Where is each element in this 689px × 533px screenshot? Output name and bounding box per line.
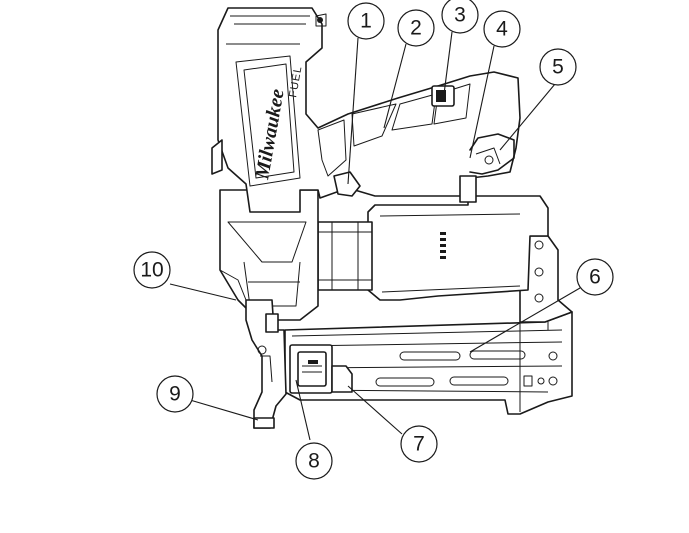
magazine	[284, 311, 573, 415]
callout-7: 7	[400, 425, 438, 463]
callout-9-label: 9	[169, 383, 181, 406]
front-housing	[219, 189, 319, 321]
callout-6-label: 6	[589, 266, 601, 289]
brand-line: FUEL	[287, 65, 304, 99]
callout-5-label: 5	[552, 56, 564, 79]
nose-assembly	[245, 299, 287, 429]
motor-housing	[367, 195, 549, 301]
pusher	[331, 365, 353, 393]
callout-8-label: 8	[308, 450, 320, 473]
callout-7-label: 7	[413, 433, 425, 456]
callout-1: 1	[347, 2, 385, 40]
callout-10-label: 10	[140, 259, 163, 282]
callout-6: 6	[576, 258, 614, 296]
callout-8: 8	[295, 442, 333, 480]
callout-10: 10	[133, 251, 171, 289]
callout-9: 9	[156, 375, 194, 413]
leader-lines	[169, 31, 581, 441]
callout-3-label: 3	[454, 4, 466, 27]
belt-hook	[469, 133, 515, 175]
latch	[289, 344, 333, 394]
callout-5: 5	[539, 48, 577, 86]
trigger	[333, 171, 361, 197]
callouts: 1 2 3 4 5 6 7 8	[133, 0, 614, 480]
callout-3: 3	[441, 0, 479, 34]
brand-line-group: FUEL	[287, 65, 304, 99]
callout-1-label: 1	[360, 10, 372, 33]
handle	[211, 7, 521, 213]
callout-2: 2	[397, 9, 435, 47]
callout-2-label: 2	[410, 17, 422, 40]
callout-4-label: 4	[496, 18, 508, 41]
nailer-illustration: Milwaukee FUEL	[211, 7, 573, 429]
callout-4: 4	[483, 10, 521, 48]
rear-bracket	[519, 235, 573, 323]
